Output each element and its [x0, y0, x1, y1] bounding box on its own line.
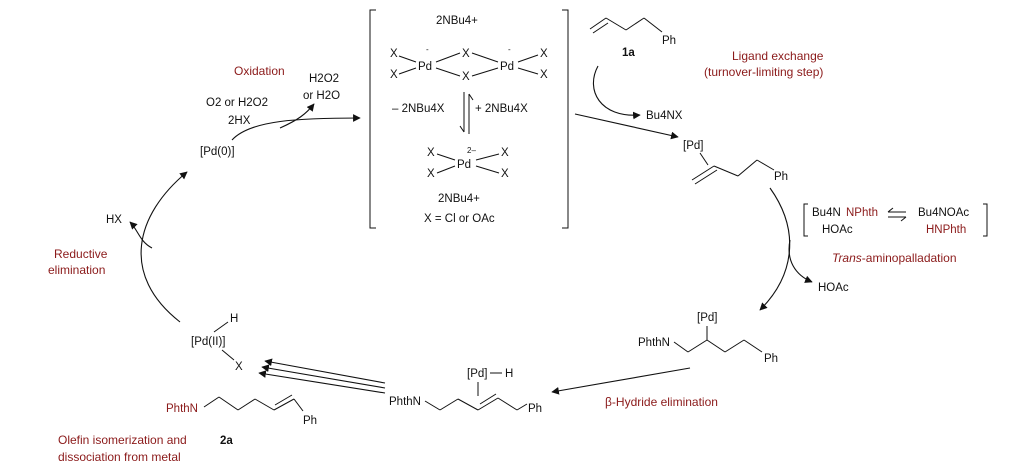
substrate-label: 1a — [622, 47, 635, 59]
svg-text:[Pd(II)]: [Pd(II)] — [191, 336, 226, 348]
pd0-label: [Pd(0)] — [200, 146, 235, 158]
reductive-elimination-arc — [140, 171, 188, 323]
h2o2-release-arrow — [279, 103, 315, 129]
isomerization-label-line2: dissociation from metal — [58, 450, 181, 464]
right-bracket — [562, 9, 569, 229]
svg-text:2–: 2– — [467, 146, 476, 155]
svg-text:X: X — [390, 48, 398, 60]
svg-text:X: X — [462, 48, 470, 60]
reagent-equilibrium-box: Bu4N NPhth HOAc Bu4NOAc HNPhth — [803, 203, 988, 237]
oxidation-label: Oxidation — [234, 64, 285, 78]
turnover-limiting-label: (turnover-limiting step) — [704, 65, 823, 79]
svg-text:Ph: Ph — [764, 353, 778, 365]
svg-text:X: X — [462, 71, 470, 83]
pd-dimer: X X Pd - X X Pd - X X — [390, 45, 548, 83]
hx-release-arrow — [129, 221, 153, 249]
svg-text:X: X — [540, 48, 548, 60]
ligand-exchange-arc — [592, 65, 641, 120]
pd-hydride-alkene: [Pd] H PhthN Ph — [389, 368, 542, 415]
pd-alkene-complex: [Pd] Ph — [683, 140, 788, 185]
hoac-byproduct: HOAc — [818, 282, 849, 294]
oxidation-arrow — [231, 114, 361, 141]
left-bracket — [369, 9, 376, 229]
svg-text:-: - — [508, 45, 511, 54]
hoac-release-arrow — [788, 239, 813, 283]
beta-hydride-label: β-Hydride elimination — [605, 395, 718, 409]
hx-reagent: 2HX — [228, 115, 251, 127]
pd-hydride-phthn: PhthN — [389, 396, 421, 408]
alkyl-pd-intermediate: [Pd] PhthN Ph — [638, 312, 778, 365]
svg-text:[Pd]: [Pd] — [467, 368, 487, 380]
pd-monomer: X X Pd 2– X X — [427, 146, 509, 180]
pd-alkene-pd: [Pd] — [683, 140, 703, 152]
product-label: 2a — [220, 435, 233, 447]
svg-text:Bu4N: Bu4N — [812, 207, 841, 219]
svg-text:Bu4NOAc: Bu4NOAc — [918, 207, 969, 219]
oxidation-product1: H2O2 — [309, 73, 339, 85]
palladate-complex: 2NBu4+ X X Pd - X X Pd - X X – 2NBu4X + … — [369, 9, 569, 229]
beta-hydride-arrow — [551, 367, 691, 395]
svg-text:HOAc: HOAc — [822, 224, 853, 236]
svg-text:Ph: Ph — [774, 171, 788, 183]
aminopalladation-arc — [759, 187, 791, 311]
product-2a: PhthN Ph 2a — [166, 394, 317, 447]
product-phthn: PhthN — [166, 403, 198, 415]
svg-text:Pd: Pd — [457, 159, 471, 171]
hx-byproduct: HX — [106, 214, 122, 226]
isomerization-arrows — [258, 358, 386, 394]
svg-text:X: X — [501, 168, 509, 180]
svg-text:NPhth: NPhth — [846, 207, 878, 219]
substrate-phenyl: Ph — [662, 35, 676, 47]
equilibrium-arrows — [459, 92, 474, 134]
x-definition: X = Cl or OAc — [424, 213, 495, 225]
svg-text:X: X — [390, 69, 398, 81]
svg-text:-: - — [426, 45, 429, 54]
pd-ii-hydride: [Pd(II)] H X — [191, 313, 243, 373]
svg-text:HNPhth: HNPhth — [926, 224, 966, 236]
reductive-label-line1: Reductive — [54, 247, 108, 261]
alkyl-pd-phthn: PhthN — [638, 337, 670, 349]
svg-text:X: X — [235, 361, 243, 373]
bu4nx-byproduct: Bu4NX — [646, 110, 683, 122]
aminopalladation-label: Trans-aminopalladation — [832, 251, 957, 265]
svg-text:[Pd]: [Pd] — [697, 312, 717, 324]
svg-text:H: H — [230, 313, 238, 325]
counterion-top: 2NBu4+ — [436, 15, 478, 27]
equilibrium-right-label: + 2NBu4X — [475, 103, 528, 115]
svg-text:X: X — [540, 69, 548, 81]
substrate-1a: Ph 1a — [589, 17, 676, 59]
arrow-to-pd-alkene — [574, 113, 679, 140]
svg-text:X: X — [427, 168, 435, 180]
oxidant-reagent: O2 or H2O2 — [206, 97, 268, 109]
svg-text:Ph: Ph — [303, 415, 317, 427]
pd-right: Pd — [500, 61, 514, 73]
svg-text:H: H — [505, 368, 513, 380]
ligand-exchange-label: Ligand exchange — [732, 49, 824, 63]
counterion-bottom: 2NBu4+ — [438, 193, 480, 205]
reductive-label-line2: elimination — [48, 263, 105, 277]
equilibrium-left-label: – 2NBu4X — [392, 103, 445, 115]
svg-text:Ph: Ph — [528, 403, 542, 415]
oxidation-product2: or H2O — [303, 90, 340, 102]
svg-text:X: X — [501, 147, 509, 159]
isomerization-label-line1: Olefin isomerization and — [58, 433, 187, 447]
pd-left: Pd — [418, 61, 432, 73]
svg-text:X: X — [427, 147, 435, 159]
